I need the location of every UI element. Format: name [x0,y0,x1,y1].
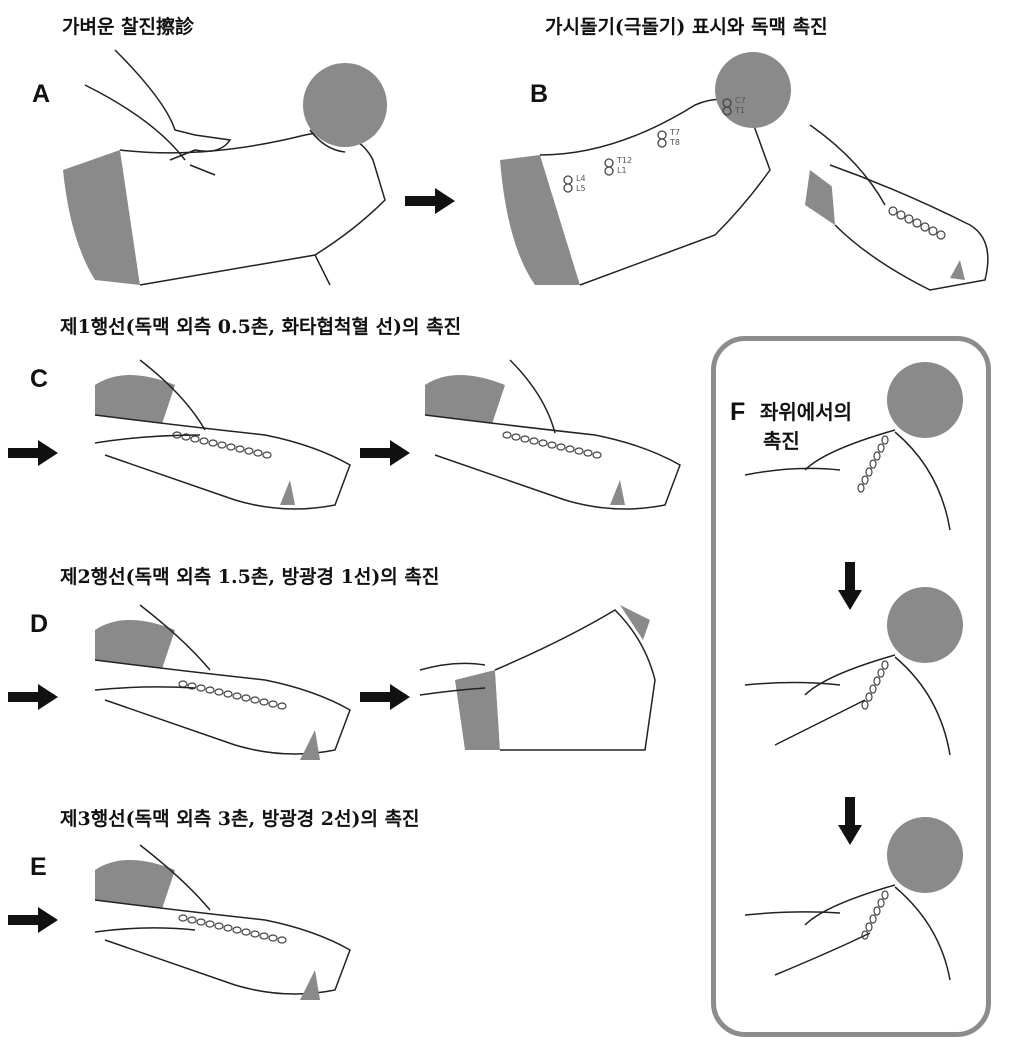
illustration-d-2 [415,600,665,760]
arrow-a-to-b [405,188,457,214]
label-c: C [30,365,48,394]
illustration-c-1 [85,355,355,530]
vertebra-label: L5 [576,184,586,193]
label-a: A [32,80,50,109]
arrow-c-2 [360,440,412,466]
caption-a: 가벼운 찰진擦診 [62,12,194,39]
illustration-c-2 [415,355,685,530]
illustration-f-1 [745,360,975,540]
caption-e: 제3행선(독맥 외측 3촌, 방광경 2선)의 촉진 [60,804,420,831]
illustration-b-inset [790,110,1005,300]
arrow-d-2 [360,684,412,710]
vertebra-label: T8 [669,138,680,147]
illustration-b: C7 T1 T7 T8 T12 L1 L4 L5 [495,45,795,295]
label-d: D [30,610,48,639]
vertebra-label: L1 [617,166,627,175]
vertebra-label: T1 [734,106,745,115]
illustration-a [55,40,395,290]
vertebra-label: T12 [616,156,632,165]
label-f: F [730,398,745,427]
caption-d: 제2행선(독맥 외측 1.5촌, 방광경 1선)의 촉진 [60,562,439,589]
caption-b: 가시돌기(극돌기) 표시와 독맥 촉진 [545,12,828,39]
caption-c: 제1행선(독맥 외측 0.5촌, 화타협척혈 선)의 촉진 [60,312,461,339]
arrow-e-1 [8,907,60,933]
vertebra-label: C7 [735,96,746,105]
illustration-f-3 [745,815,975,985]
arrow-c-1 [8,440,60,466]
label-e: E [30,853,47,882]
illustration-e [85,840,355,1025]
illustration-f-2 [745,585,975,765]
vertebra-label: T7 [669,128,680,137]
illustration-d-1 [85,600,355,775]
arrow-d-1 [8,684,60,710]
vertebra-label: L4 [576,174,586,183]
